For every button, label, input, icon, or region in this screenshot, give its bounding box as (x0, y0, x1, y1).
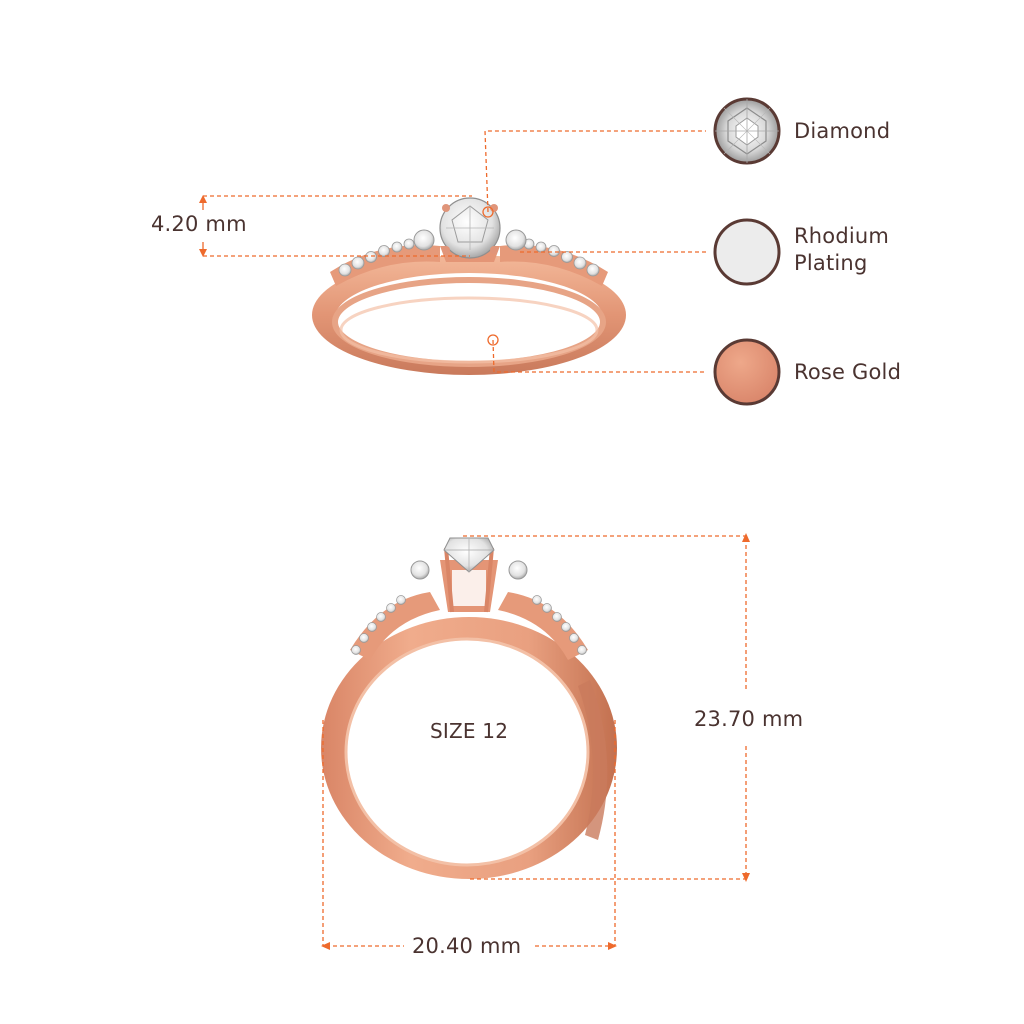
front-pave-stones (351, 595, 587, 655)
diamond-swatch-icon (713, 97, 781, 165)
ring-width-label: 20.40 mm (412, 934, 522, 958)
legend-label-rhodium-plating: Rhodium Plating (794, 224, 890, 275)
legend-label-rose-gold: Rose Gold (794, 360, 902, 384)
head-height-dimension-arrow (199, 195, 207, 257)
ring-band-inner (335, 273, 603, 363)
ring-front-view (321, 537, 617, 879)
side-stone-right (505, 229, 527, 251)
dimension-arrowheads (321, 533, 750, 950)
ring-size-label: SIZE 12 (430, 719, 509, 743)
rhodium-swatch-icon (713, 218, 781, 286)
pave-stones-left (338, 238, 415, 277)
side-stone-left (413, 229, 435, 251)
center-diamond (439, 197, 501, 259)
ring-perspective-view (312, 197, 626, 375)
callout-lines-front (322, 535, 747, 947)
front-center-diamond (443, 537, 495, 573)
head-height-label: 4.20 mm (151, 212, 247, 236)
rose-gold-swatch-icon (713, 338, 781, 406)
front-band-inner (346, 639, 588, 865)
legend-label-diamond: Diamond (794, 119, 891, 143)
ring-height-label: 23.70 mm (692, 706, 806, 733)
callout-lines-top (203, 130, 706, 373)
